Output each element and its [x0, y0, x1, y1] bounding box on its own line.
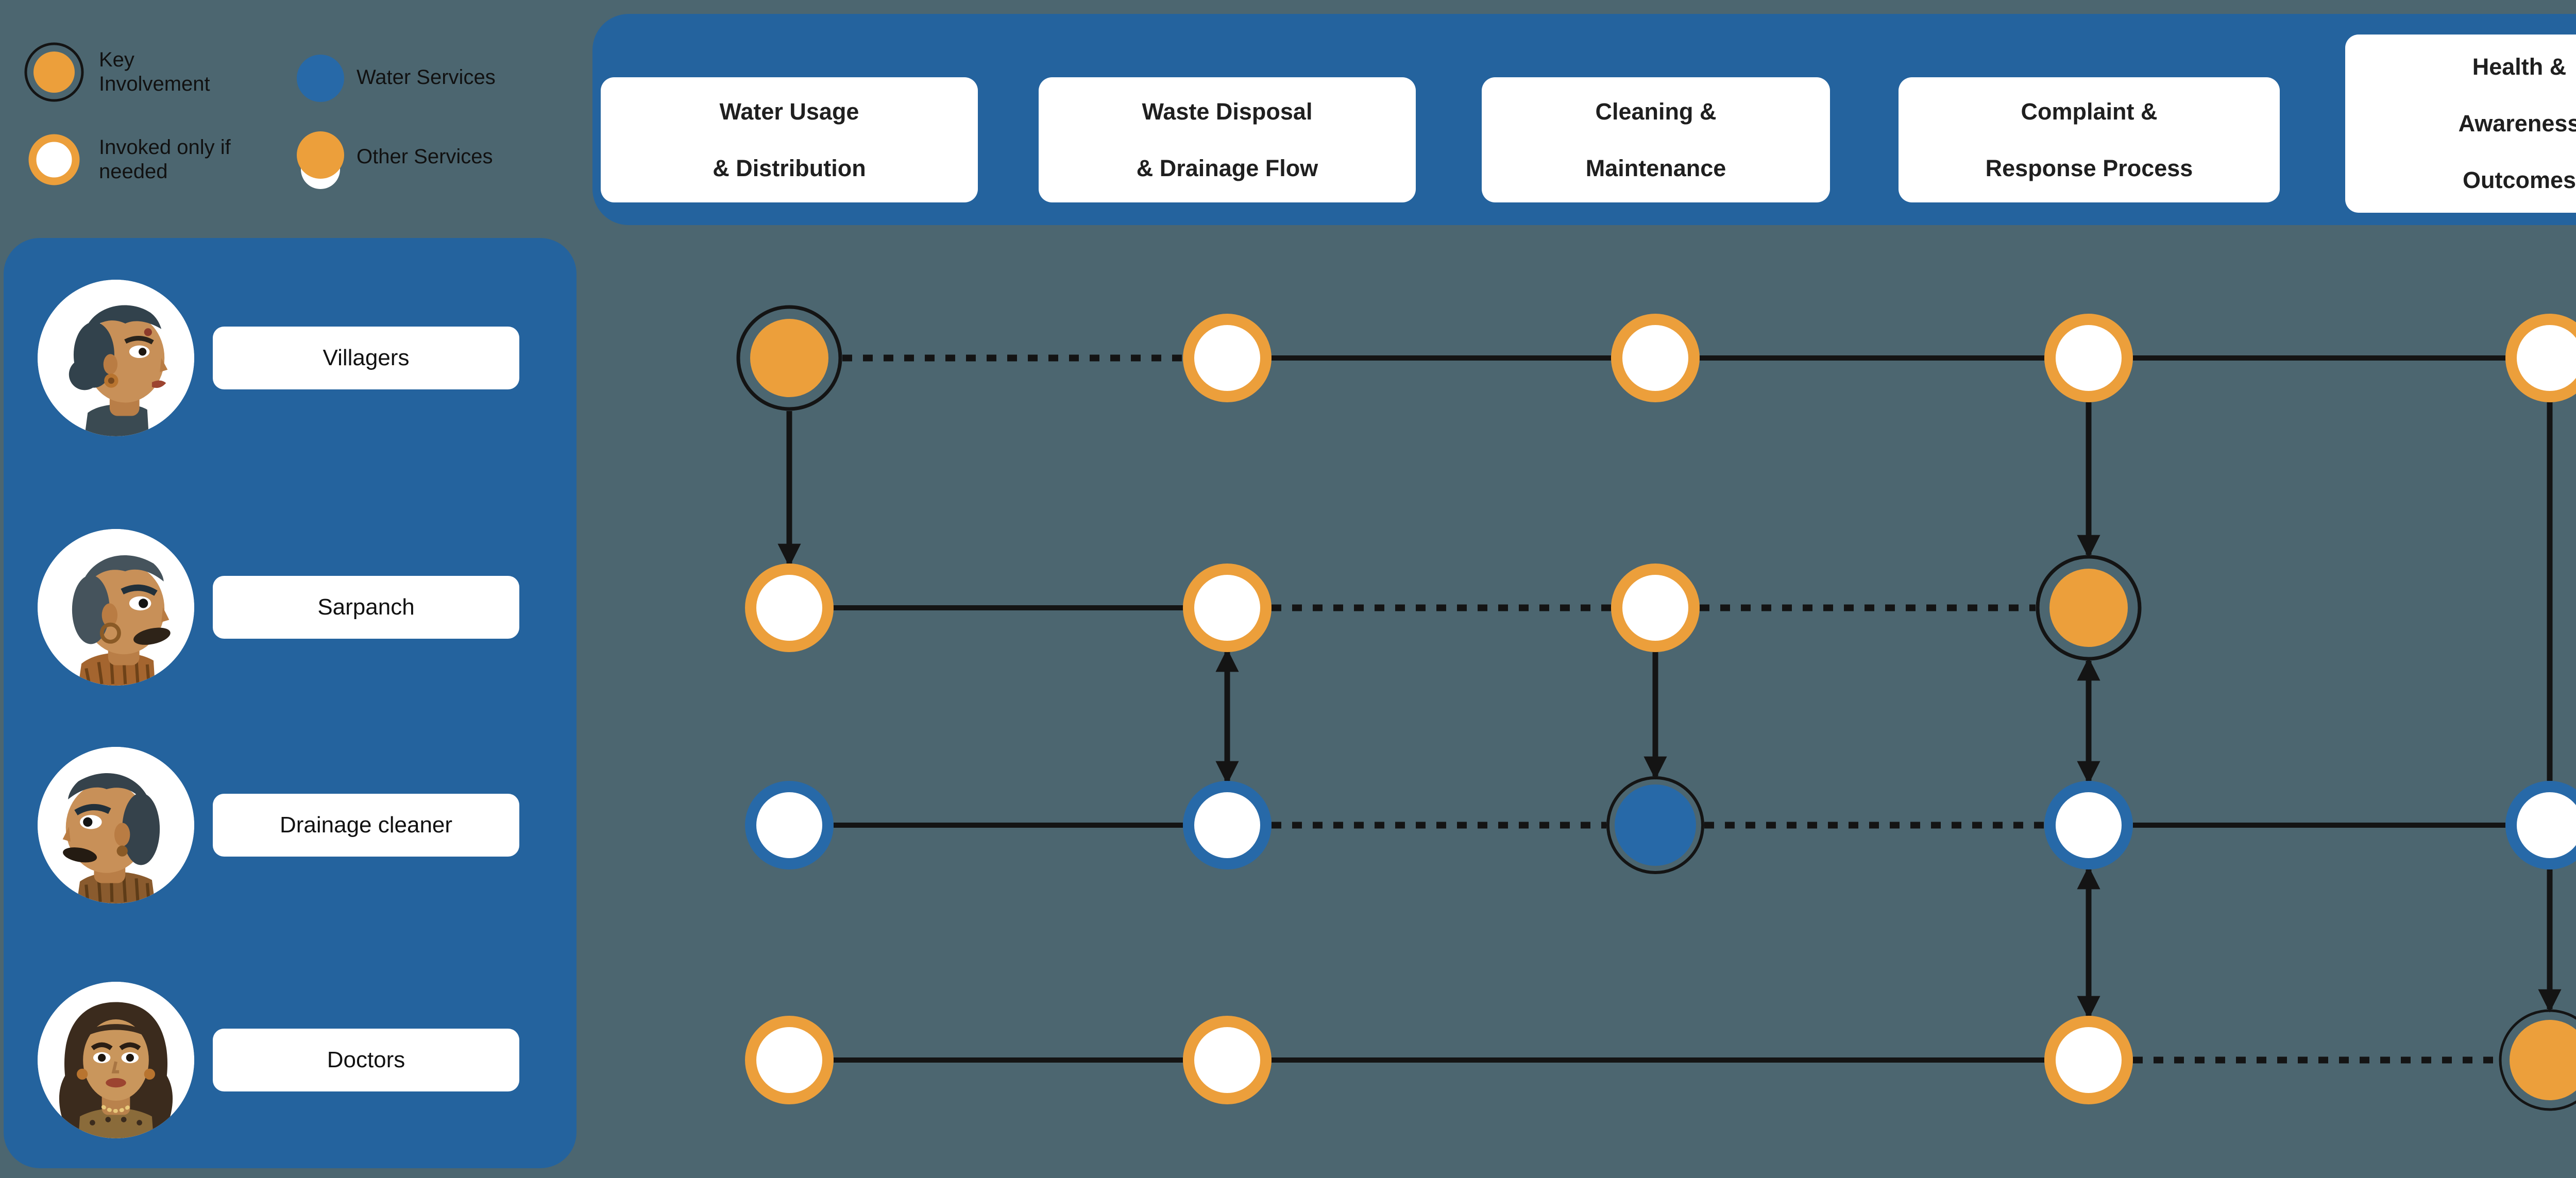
stage-line: Waste Disposal [1142, 98, 1313, 125]
stage-line: Response Process [1985, 155, 2193, 181]
actor-label-villagers: Villagers [213, 327, 519, 389]
legend-label-key-involvement: Key Involvement [99, 48, 210, 95]
drainage-cleaner-avatar-illustration [38, 747, 194, 903]
doctors-avatar-illustration [38, 982, 194, 1138]
node-sarpanch-waste-disposal-drainage-flow [1183, 564, 1272, 652]
actor-label-doctors: Doctors [213, 1029, 519, 1091]
water-services-icon [297, 55, 344, 102]
stage-line: Awareness [2458, 110, 2576, 136]
stage-line: Complaint & [2021, 98, 2158, 125]
node-sarpanch-complaint-response-process [2036, 555, 2142, 661]
node-villagers-waste-disposal-drainage-flow [1183, 314, 1272, 402]
other-services-icon [297, 131, 344, 189]
node-drainage-cleaner-waste-disposal-drainage-flow [1183, 781, 1272, 869]
doctors-avatar [38, 982, 194, 1138]
villagers-avatar-illustration [38, 280, 194, 436]
legend-label-invoked-only-if-needed: Invoked only if needed [99, 135, 231, 183]
stage-water-usage-distribution: Water Usage & Distribution [601, 77, 978, 202]
stage-line: Water Usage [719, 98, 859, 125]
node-villagers-cleaning-maintenance [1611, 314, 1700, 402]
node-drainage-cleaner-health-awareness-outcomes [2505, 781, 2576, 869]
node-drainage-cleaner-water-usage-distribution [745, 781, 834, 869]
invoked-only-if-needed-icon [28, 134, 80, 185]
stage-waste-disposal-drainage-flow: Waste Disposal & Drainage Flow [1039, 77, 1416, 202]
node-drainage-cleaner-cleaning-maintenance [1606, 776, 1704, 874]
sarpanch-avatar-illustration [38, 529, 194, 686]
stage-cleaning-maintenance: Cleaning & Maintenance [1482, 77, 1830, 202]
stage-line: & Distribution [713, 155, 866, 181]
node-sarpanch-water-usage-distribution [745, 564, 834, 652]
stage-line: Maintenance [1585, 155, 1726, 181]
stage-health-awareness-outcomes: Health & Awareness Outcomes [2345, 35, 2576, 213]
node-doctors-health-awareness-outcomes [2499, 1009, 2576, 1111]
stage-complaint-response-process: Complaint & Response Process [1899, 77, 2280, 202]
key-involvement-icon [24, 42, 84, 102]
villagers-avatar [38, 280, 194, 436]
node-villagers-water-usage-distribution [736, 305, 842, 411]
actor-label-drainage-cleaner: Drainage cleaner [213, 794, 519, 857]
stage-line: Cleaning & [1595, 98, 1717, 125]
node-doctors-water-usage-distribution [745, 1016, 834, 1104]
stage-line: Outcomes [2462, 167, 2576, 193]
drainage-cleaner-avatar [38, 747, 194, 903]
sarpanch-avatar [38, 529, 194, 686]
stage-line: & Drainage Flow [1136, 155, 1318, 181]
legend-label-water-services: Water Services [357, 66, 496, 89]
legend-label-other-services: Other Services [357, 145, 493, 168]
stage-line: Health & [2472, 54, 2567, 80]
node-doctors-waste-disposal-drainage-flow [1183, 1016, 1272, 1104]
actor-label-sarpanch: Sarpanch [213, 576, 519, 639]
node-drainage-cleaner-complaint-response-process [2044, 781, 2133, 869]
actors-sidebar: Villagers [4, 238, 577, 1168]
node-villagers-complaint-response-process [2044, 314, 2133, 402]
node-doctors-complaint-response-process [2044, 1016, 2133, 1104]
node-sarpanch-cleaning-maintenance [1611, 564, 1700, 652]
process-stages-header: Water Usage & Distribution Waste Disposa… [592, 14, 2576, 225]
node-villagers-health-awareness-outcomes [2505, 314, 2576, 402]
